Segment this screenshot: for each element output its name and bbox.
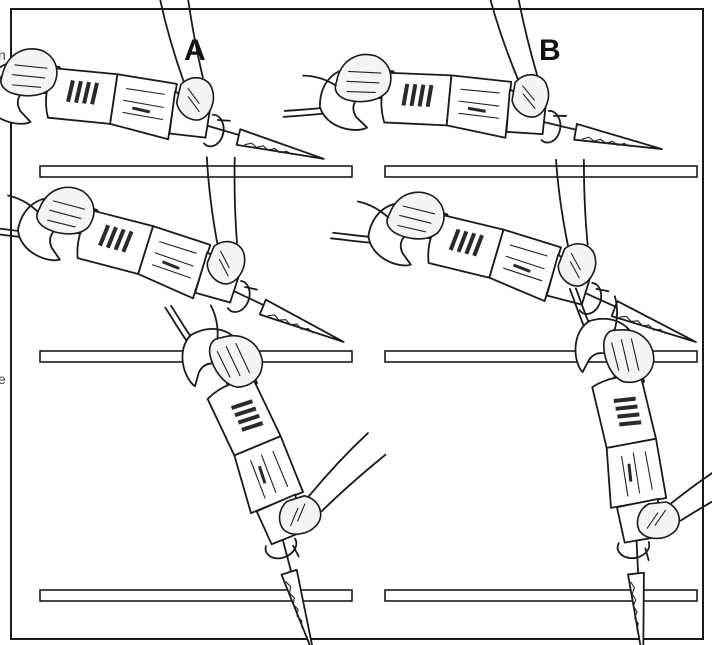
column-label-a: A xyxy=(184,34,206,67)
saw-step-b1 xyxy=(282,0,670,185)
work-surface-board xyxy=(384,589,698,602)
work-surface-board xyxy=(384,165,698,178)
page-edge-text-fragment: n xyxy=(0,47,6,63)
saw-step-a1 xyxy=(0,0,334,194)
work-surface-board xyxy=(384,350,698,363)
page-edge-text-fragment: e xyxy=(0,371,6,387)
column-label-b: B xyxy=(539,34,561,67)
work-surface-board xyxy=(39,589,353,602)
work-surface-board xyxy=(39,165,353,178)
saw-step-b3 xyxy=(567,280,712,645)
saw-step-a3 xyxy=(163,283,402,645)
